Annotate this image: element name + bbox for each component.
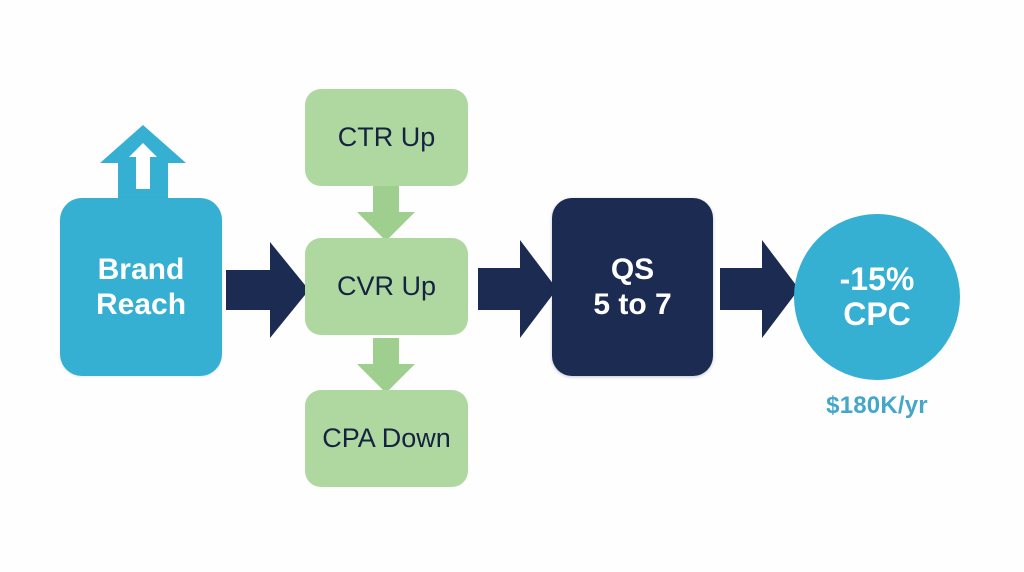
node-quality-score-label: QS 5 to 7 (593, 252, 672, 321)
arrow-down-icon-2 (355, 338, 417, 394)
result-savings-caption: $180K/yr (826, 392, 928, 419)
result-primary-value: -15% (839, 261, 915, 298)
node-brand-reach-label: Brand Reach (95, 252, 187, 321)
node-ctr-up-label: CTR Up (337, 121, 436, 152)
node-cvr-up-label: CVR Up (336, 270, 437, 301)
arrow-right-icon-3 (720, 238, 800, 340)
node-cpa-down-label: CPA Down (322, 422, 451, 453)
arrow-right-icon-2 (478, 238, 558, 340)
node-ctr-up[interactable]: CTR Up (305, 89, 468, 186)
result-metric-label: CPC (843, 296, 911, 332)
node-brand-reach[interactable]: Brand Reach (60, 198, 222, 376)
arrow-down-icon-1 (355, 186, 417, 242)
node-quality-score[interactable]: QS 5 to 7 (552, 198, 713, 376)
arrow-right-icon-1 (226, 240, 310, 340)
node-result-cpc[interactable]: -15% CPC (794, 214, 960, 380)
node-cvr-up[interactable]: CVR Up (305, 238, 468, 335)
arrow-up-icon (98, 123, 188, 203)
node-cpa-down[interactable]: CPA Down (305, 390, 468, 487)
